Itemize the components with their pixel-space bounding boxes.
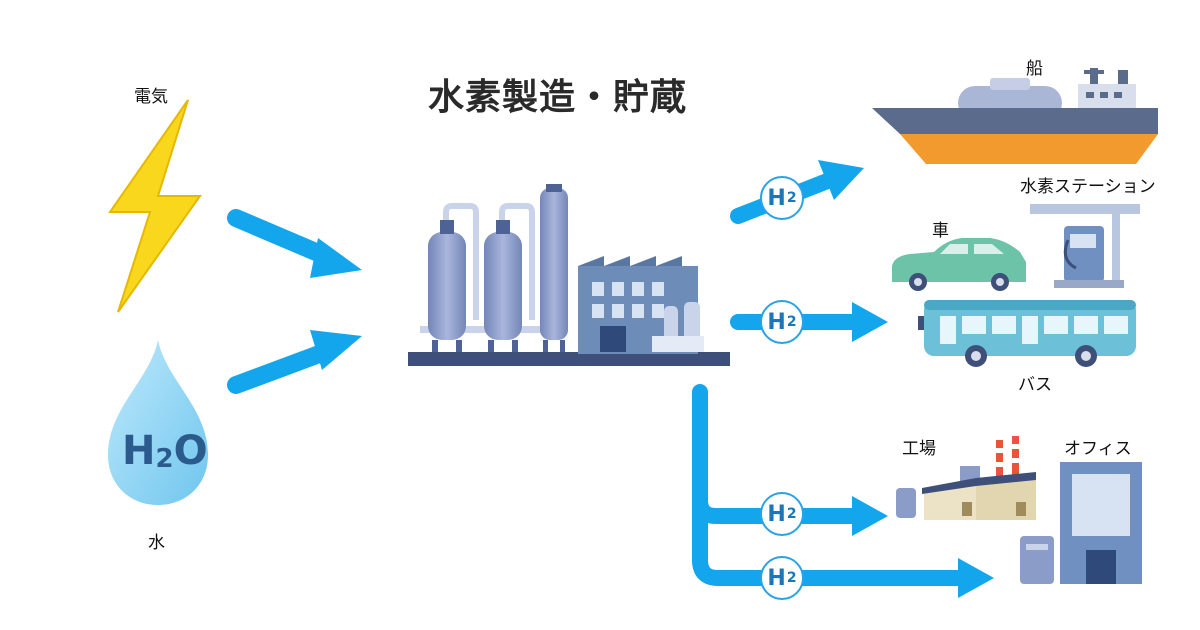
output-arrow-factory-office	[692, 384, 994, 598]
electricity-label: 電気	[134, 87, 168, 107]
ship-label: 船	[1026, 59, 1043, 79]
hydrogen-badge-subscript: 2	[786, 506, 797, 522]
water-formula-subscript: 2	[155, 444, 174, 474]
diagram-title: 水素製造・貯蔵	[428, 77, 688, 118]
factory-label: 工場	[902, 439, 936, 459]
ship-icon	[872, 68, 1158, 164]
car-label: 車	[932, 221, 949, 241]
hydrogen-badge-subscript: 2	[786, 570, 797, 586]
bus-label: バス	[1018, 375, 1052, 395]
hydrogen-badge-h: H	[767, 501, 786, 527]
water-drop-icon	[108, 340, 208, 505]
water-formula-o: O	[173, 428, 208, 474]
water-formula-h: H	[122, 428, 156, 474]
factory-icon	[896, 436, 1036, 520]
hydrogen-badge-h: H	[767, 309, 786, 335]
hydrogen-badge-subscript: 2	[786, 190, 797, 206]
hydrogen-plant-icon	[408, 184, 730, 366]
hydrogen-station-icon	[1030, 204, 1140, 288]
office-building-icon	[1020, 462, 1142, 584]
office-label: オフィス	[1064, 439, 1132, 459]
water-label: 水	[148, 533, 165, 553]
water-formula: H2O	[122, 428, 208, 474]
hydrogen-badge-h: H	[767, 565, 786, 591]
input-arrow-electricity	[227, 209, 362, 278]
hydrogen-badge-h: H	[767, 185, 786, 211]
hydrogen-station-label: 水素ステーション	[1020, 177, 1156, 197]
bus-icon	[918, 300, 1136, 367]
car-icon	[892, 238, 1026, 291]
lightning-bolt-icon	[108, 99, 202, 313]
hydrogen-badge-subscript: 2	[786, 314, 797, 330]
input-arrow-water	[227, 330, 362, 394]
